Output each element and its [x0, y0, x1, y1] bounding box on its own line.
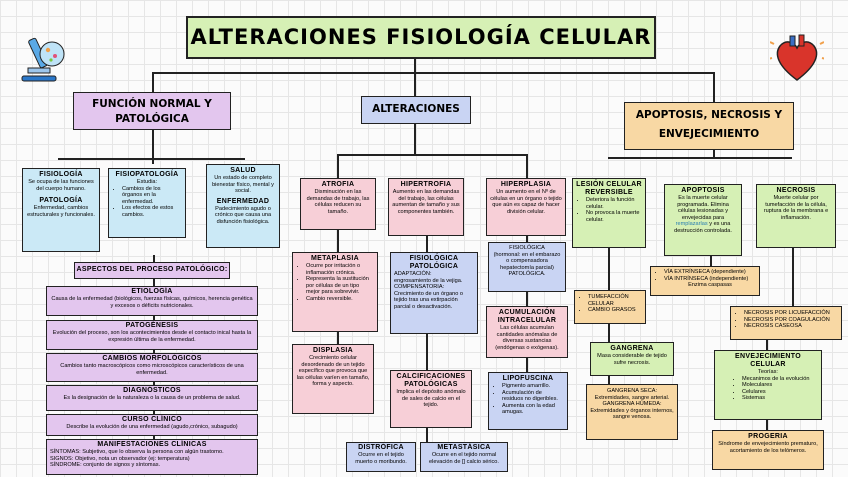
connector	[337, 154, 339, 178]
fisiopatologia-box: FISIOPATOLOGÍA Estudia: Cambios de los ó…	[108, 168, 186, 238]
connector	[426, 428, 428, 442]
lipofuscina-list: Pigmento amarrillo. Acumulación de resid…	[492, 383, 564, 416]
connector	[152, 72, 714, 74]
connector	[710, 256, 712, 266]
necrosis-tipos-list: NECROSIS POR LICUEFACCIÓN NECROSIS POR C…	[734, 310, 838, 330]
section-funcion-normal: FUNCIÓN NORMAL Y PATOLÓGICA	[73, 92, 231, 130]
connector	[426, 334, 428, 370]
page-title-text: ALTERACIONES FISIOLOGÍA CELULAR I	[190, 25, 652, 49]
hiperplasia-detalle-box: FISIOLÓGICA (hormonal: en el embarazo o …	[488, 242, 566, 292]
via-list: VÍA EXTRÍNSECA (dependiente) VÍA INTRÍNS…	[654, 269, 756, 289]
connector	[526, 236, 528, 242]
connector	[713, 72, 715, 102]
connector	[58, 158, 245, 160]
connector	[713, 150, 715, 158]
necrosis-box: NECROSIS Muerte celular por tumefacción …	[756, 184, 836, 248]
aspectos-header: ASPECTOS DEL PROCESO PATOLÓGICO:	[74, 262, 230, 279]
fisiopatologia-list: Cambios de los órganos en la enfermedad.…	[112, 186, 182, 219]
tumefaccion-box: TUMEFACCIÓN CELULAR CAMBIO GRASOS	[574, 290, 646, 324]
progeria-box: PROGERIA Síndrome de envejecimiento prem…	[712, 430, 824, 470]
envejecimiento-box: ENVEJECIMIENTO CELULAR Teorías: Mecanimo…	[714, 350, 822, 420]
connector	[766, 340, 768, 350]
acumulacion-box: ACUMULACIÓN INTRACELULAR Las células acu…	[486, 306, 568, 358]
connector	[608, 376, 610, 384]
curso-box: CURSO CLÍNICO Describe la evolución de u…	[46, 414, 258, 436]
connector	[526, 358, 528, 372]
connector	[337, 230, 339, 252]
lipofuscina-box: LIPOFUSCINA Pigmento amarrillo. Acumulac…	[488, 372, 568, 430]
heart-icon	[770, 34, 824, 81]
connector	[414, 124, 416, 154]
salud-box: SALUD Un estado de completo bienestar fí…	[206, 164, 280, 248]
fisiologia-box: FISIOLOGÍA Se ocupa de las funciones del…	[22, 168, 100, 252]
cambios-box: CAMBIOS MORFOLÓGICOS Cambios tanto macro…	[46, 353, 258, 382]
connector	[414, 72, 416, 96]
connector	[337, 154, 527, 156]
connector	[608, 157, 792, 159]
section-alteraciones: ALTERACIONES	[361, 96, 471, 124]
page-title: ALTERACIONES FISIOLOGÍA CELULAR I	[186, 16, 656, 59]
calcificaciones-box: CALCIFICACIONES PATOLÓGICAS Implica el d…	[390, 370, 472, 428]
via-box: VÍA EXTRÍNSECA (dependiente) VÍA INTRÍNS…	[650, 266, 760, 296]
connector	[414, 59, 416, 72]
apoptosis-box: APOPTOSIS Es la muerte celular programad…	[664, 184, 742, 256]
connector	[766, 420, 768, 430]
connector	[152, 72, 154, 92]
connector	[526, 154, 528, 178]
fisiologica-patologica-box: FISIOLÓGICA PATOLÓGICA ADAPTACIÓN: engro…	[390, 252, 478, 334]
distrofica-box: DISTRÓFICA Ocurre en el tejido muerto o …	[346, 442, 416, 472]
envejecimiento-list: Mecanimos de la evolución Moleculares Ce…	[718, 376, 818, 402]
metaplasia-list: Ocurre por irritación o inflamación crón…	[296, 263, 374, 303]
patogenesis-box: PATOGÉNESIS Evolución del proceso, son l…	[46, 320, 258, 350]
connector	[152, 130, 154, 164]
tumefaccion-list: TUMEFACCIÓN CELULAR CAMBIO GRASOS	[578, 294, 642, 314]
necrosis-tipos-box: NECROSIS POR LICUEFACCIÓN NECROSIS POR C…	[730, 306, 842, 340]
lesion-box: LESIÓN CELULAR REVERSIBLE Deteriora la f…	[572, 178, 646, 248]
connector	[526, 292, 528, 306]
manifestaciones-box: MANIFESTACIONES CLÍNICAS SÍNTOMAS: Subje…	[46, 439, 258, 475]
metaplasia-box: METAPLASIA Ocurre por irritación o infla…	[292, 252, 378, 332]
gangrena-tipos-box: GANGRENA SECA: Extremidades, sangre arte…	[586, 384, 678, 440]
etiologia-box: ETIOLOGÍA Causa de la enfermedad (biológ…	[46, 286, 258, 316]
displasia-box: DISPLASIA Crecimiento celular desordenad…	[292, 344, 374, 414]
connector	[337, 332, 339, 344]
connector	[792, 248, 794, 306]
microscope-icon	[21, 37, 65, 82]
diagnosticos-box: DIAGNÓSTICOS Es la designación de la nat…	[46, 385, 258, 411]
atrofia-box: ATROFIA Disminución en las demandas de t…	[300, 178, 376, 230]
gangrena-box: GANGRENA Masa considerable de tejido suf…	[590, 342, 674, 376]
lesion-list: Deteriora la función celular. No provoca…	[576, 197, 642, 223]
metastasica-box: METASTÁSICA Ocurre en el tejido normal e…	[420, 442, 508, 472]
hipertrofia-box: HIPERTROFIA Aumento en las demandas del …	[388, 178, 464, 236]
hiperplasia-box: HIPERPLASIA Un aumento en el Nº de célul…	[486, 178, 566, 236]
section-apoptosis: APOPTOSIS, NECROSIS Y ENVEJECIMIENTO	[624, 102, 794, 150]
connector	[426, 236, 428, 252]
